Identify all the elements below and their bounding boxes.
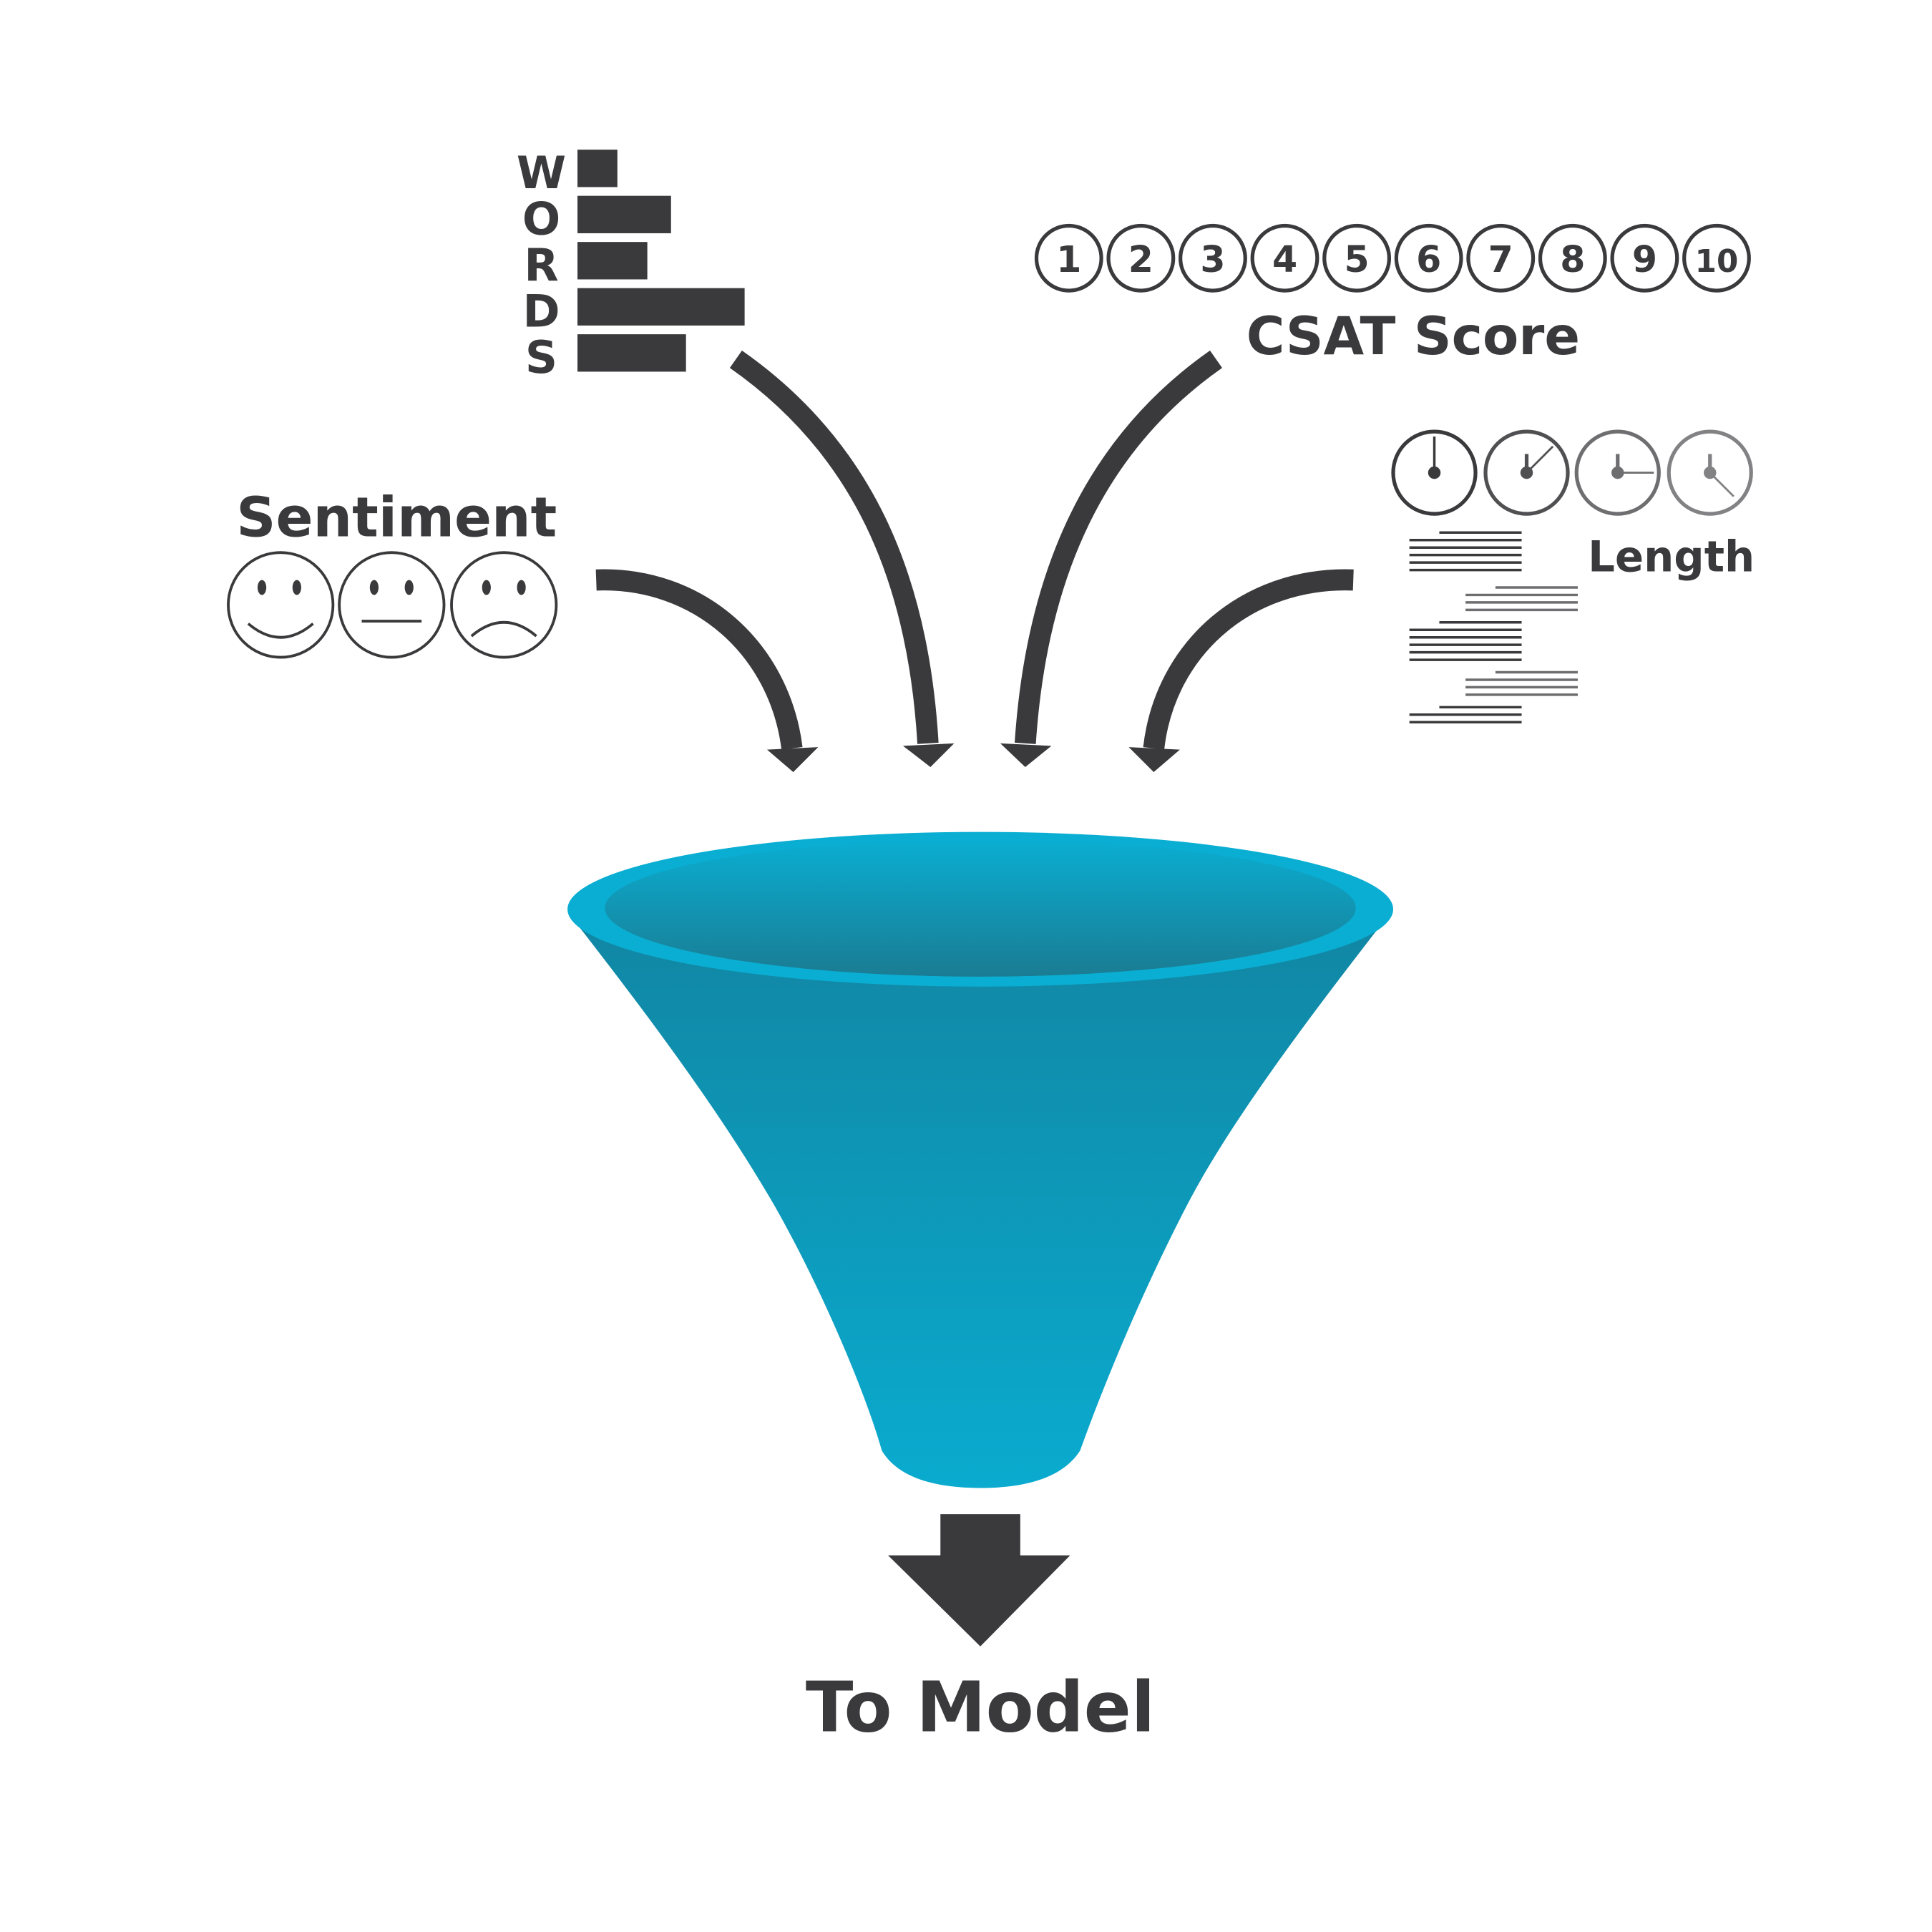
words-letter: D [522,286,560,338]
sad-face-icon [450,551,558,659]
csat-circle-9: 9 [1610,223,1679,293]
sentiment-label: Sentiment [236,487,557,550]
csat-number: 8 [1560,238,1585,280]
arrow-sentiment [595,569,819,772]
csat-circle-6: 6 [1394,223,1463,293]
csat-number: 7 [1488,238,1513,280]
csat-label: CSAT Score [1246,306,1580,367]
funnel [567,831,1393,1488]
csat-feature: 1 2 3 4 5 6 7 8 9 10 CSAT Score [1034,223,1751,367]
sentiment-feature: Sentiment [227,487,558,659]
csat-number: 9 [1632,238,1657,280]
csat-circle-8: 8 [1538,223,1607,293]
csat-circle-3: 3 [1179,223,1247,293]
clock-130-icon [1483,429,1570,516]
length-feature: Length [1391,429,1755,723]
words-bars [577,150,745,372]
arrow-length [1128,569,1354,772]
words-bar [577,195,671,233]
csat-circle-1: 1 [1034,223,1103,293]
arrow-csat [1000,350,1222,767]
csat-number: 2 [1128,238,1153,280]
funnel-mouth [605,839,1356,977]
csat-number: 4 [1272,238,1297,280]
words-bar [577,150,618,187]
words-letter: O [522,193,560,245]
words-letter: R [524,239,558,291]
csat-number: 10 [1695,244,1739,280]
words-bar [577,334,686,372]
words-bar [577,242,648,280]
length-label: Length [1588,532,1755,581]
clock-430-icon [1667,429,1753,516]
csat-circle-2: 2 [1106,223,1176,293]
clock-3-icon [1574,429,1661,516]
csat-number: 3 [1200,238,1225,280]
happy-face-icon [227,551,335,659]
words-bar [577,288,745,326]
output-label: To Model [806,1667,1155,1748]
neutral-face-icon [338,551,446,659]
words-letter: S [525,331,557,384]
csat-score-circles: 1 2 3 4 5 6 7 8 9 10 [1034,223,1751,293]
input-arrows [595,350,1354,772]
arrow-words [729,350,955,767]
csat-circle-10: 10 [1682,223,1751,293]
words-letter: W [517,147,566,199]
csat-number: 6 [1416,238,1441,280]
clock-12-icon [1391,429,1478,516]
csat-number: 1 [1056,238,1081,280]
csat-number: 5 [1345,238,1370,280]
funnel-body [571,917,1385,1488]
csat-circle-4: 4 [1250,223,1319,293]
output-arrow [888,1514,1070,1646]
csat-circle-7: 7 [1466,223,1536,293]
csat-circle-5: 5 [1322,223,1392,293]
text-length-lines-icon [1409,531,1578,723]
